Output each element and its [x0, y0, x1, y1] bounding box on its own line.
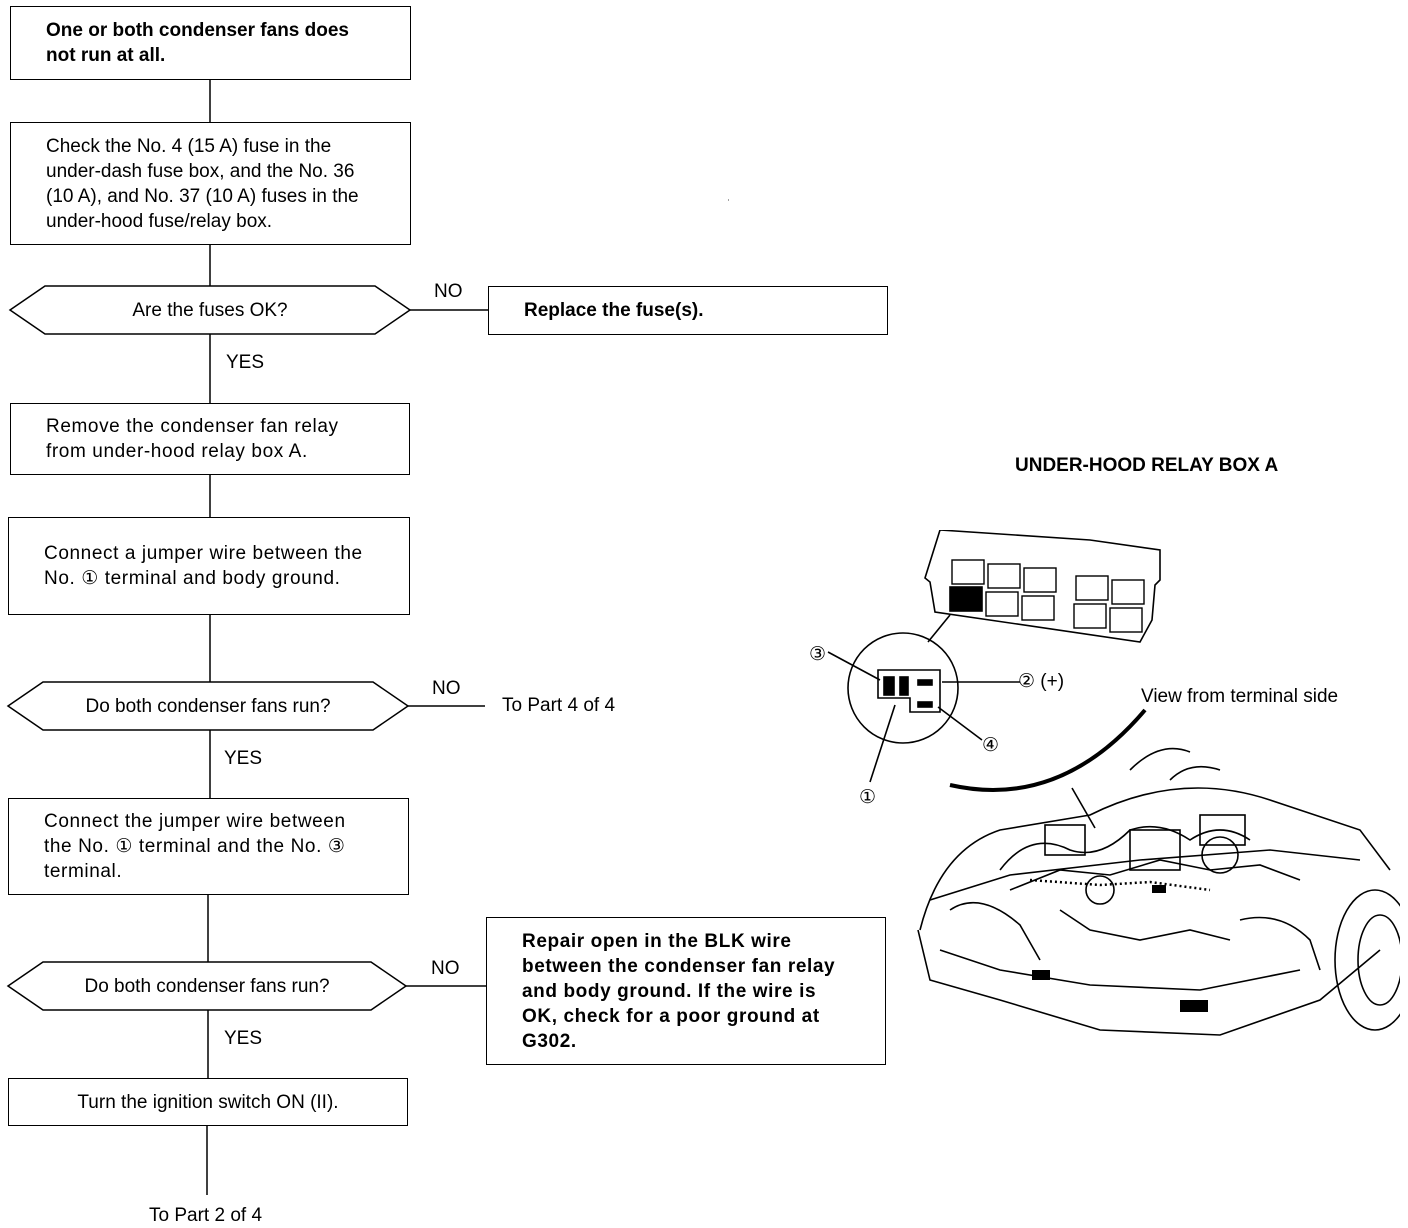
to-part-4-label: To Part 4 of 4: [502, 695, 616, 716]
decision-fans-2-shape: [6, 961, 408, 1011]
jumper-ground-box: Connect a jumper wire between the No. ① …: [8, 517, 410, 615]
repair-blk-text: Repair open in the BLK wire between the …: [522, 930, 836, 1052]
yes-label-fans-1: YES: [224, 748, 263, 769]
decision-fans-1-shape: [6, 681, 410, 731]
replace-fuse-box: Replace the fuse(s).: [488, 286, 888, 335]
ignition-text: Turn the ignition switch ON (II).: [77, 1091, 339, 1113]
yes-label-fuses: YES: [226, 352, 265, 373]
jumper-terminal-text: Connect the jumper wire between the No. …: [44, 811, 346, 882]
to-part-2-label: To Part 2 of 4: [149, 1205, 263, 1226]
yes-label-fans-2: YES: [224, 1028, 263, 1049]
decision-fuses-text: Are the fuses OK?: [132, 300, 288, 321]
no-label-fans-1: NO: [432, 678, 461, 699]
start-text: One or both condenser fans does not run …: [46, 20, 349, 66]
no-label-fans-2: NO: [431, 958, 460, 979]
decision-fans-2-text: Do both condenser fans run?: [84, 976, 330, 997]
repair-blk-box: Repair open in the BLK wire between the …: [486, 917, 886, 1065]
replace-fuse-text: Replace the fuse(s).: [524, 300, 704, 321]
car-body-outline: [919, 787, 1391, 931]
view-from-terminal-label: View from terminal side: [1141, 686, 1339, 707]
relay-box-title: UNDER-HOOD RELAY BOX A: [1015, 455, 1279, 476]
terminal-3-label: ③: [809, 644, 827, 665]
decision-fuses-shape: [8, 285, 412, 335]
ignition-box: Turn the ignition switch ON (II).: [8, 1078, 408, 1126]
front-wheel: [1334, 889, 1400, 1031]
check-fuses-text: Check the No. 4 (15 A) fuse in the under…: [46, 135, 359, 232]
check-fuses-box: Check the No. 4 (15 A) fuse in the under…: [10, 122, 411, 245]
decision-fans-1-text: Do both condenser fans run?: [85, 696, 331, 717]
connector-inset-circle: [847, 632, 959, 744]
remove-relay-box: Remove the condenser fan relay from unde…: [10, 403, 410, 475]
relay-box-illustration: [827, 530, 1400, 1036]
start-box: One or both condenser fans does not run …: [10, 6, 411, 80]
condenser-fan-relay-socket: [949, 586, 983, 612]
terminal-1-label: ①: [859, 787, 877, 808]
no-label-fuses: NO: [434, 281, 463, 302]
terminal-4-label: ④: [982, 735, 1000, 756]
terminal-2-label: ② (+): [1018, 671, 1065, 692]
jumper-terminal-box: Connect the jumper wire between the No. …: [8, 798, 409, 895]
relay-box-outline: [924, 530, 1161, 643]
remove-relay-text: Remove the condenser fan relay from unde…: [46, 416, 339, 462]
relay-sockets: [951, 559, 1145, 633]
jumper-ground-text: Connect a jumper wire between the No. ① …: [44, 543, 363, 589]
